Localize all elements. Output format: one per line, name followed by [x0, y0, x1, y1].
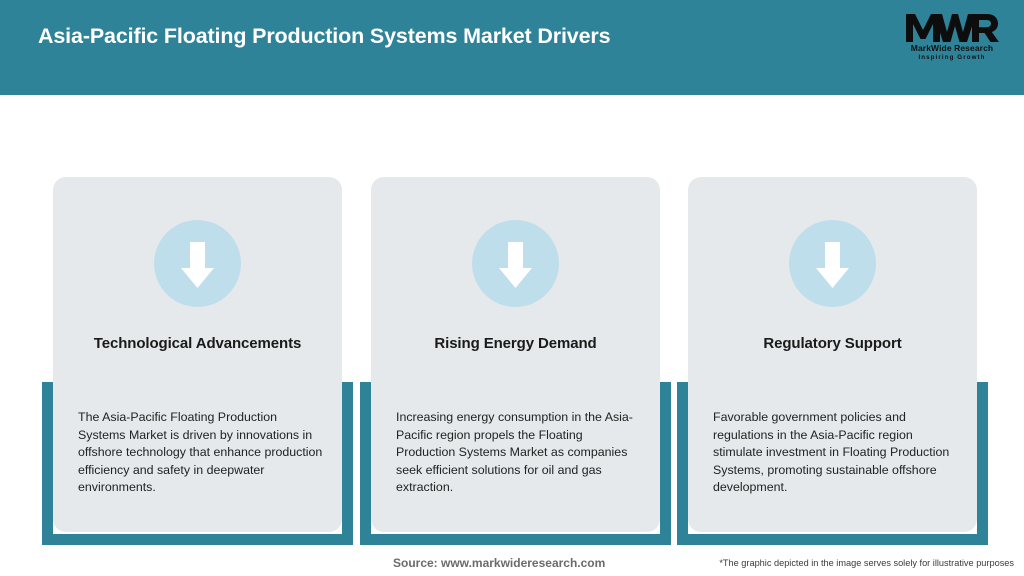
card-accent-frame	[677, 382, 988, 545]
disclaimer-note: *The graphic depicted in the image serve…	[719, 558, 1014, 568]
arrow-down-icon	[154, 220, 241, 307]
card-body-text: The Asia-Pacific Floating Production Sys…	[78, 410, 323, 495]
page-title: Asia-Pacific Floating Production Systems…	[38, 24, 611, 48]
arrow-down-icon	[789, 220, 876, 307]
card-panel: Rising Energy Demand Increasing energy c…	[371, 177, 660, 532]
drivers-card-group: Technological Advancements The Asia-Paci…	[0, 95, 1024, 550]
logo-tagline: Inspiring Growth	[918, 54, 986, 61]
driver-card-3: Regulatory Support Favorable government …	[677, 95, 988, 550]
arrow-down-icon	[472, 220, 559, 307]
card-panel: Regulatory Support Favorable government …	[688, 177, 977, 532]
card-accent-frame	[42, 382, 353, 545]
source-label: Source: www.markwideresearch.com	[393, 556, 606, 570]
mwr-logo-icon	[906, 14, 999, 42]
card-accent-frame	[360, 382, 671, 545]
card-body-text: Favorable government policies and regula…	[713, 410, 950, 495]
card-title: Regulatory Support	[763, 335, 902, 352]
markwide-research-logo: MarkWide Research Inspiring Growth	[896, 10, 1008, 70]
driver-card-2: Rising Energy Demand Increasing energy c…	[360, 95, 671, 550]
card-title: Rising Energy Demand	[434, 335, 597, 352]
card-title: Technological Advancements	[93, 335, 302, 352]
driver-card-1: Technological Advancements The Asia-Paci…	[42, 95, 353, 550]
card-panel: Technological Advancements The Asia-Paci…	[53, 177, 342, 532]
page-header: Asia-Pacific Floating Production Systems…	[0, 0, 1024, 95]
card-body-text: Increasing energy consumption in the Asi…	[396, 410, 633, 495]
logo-company-name: MarkWide Research	[910, 43, 994, 53]
